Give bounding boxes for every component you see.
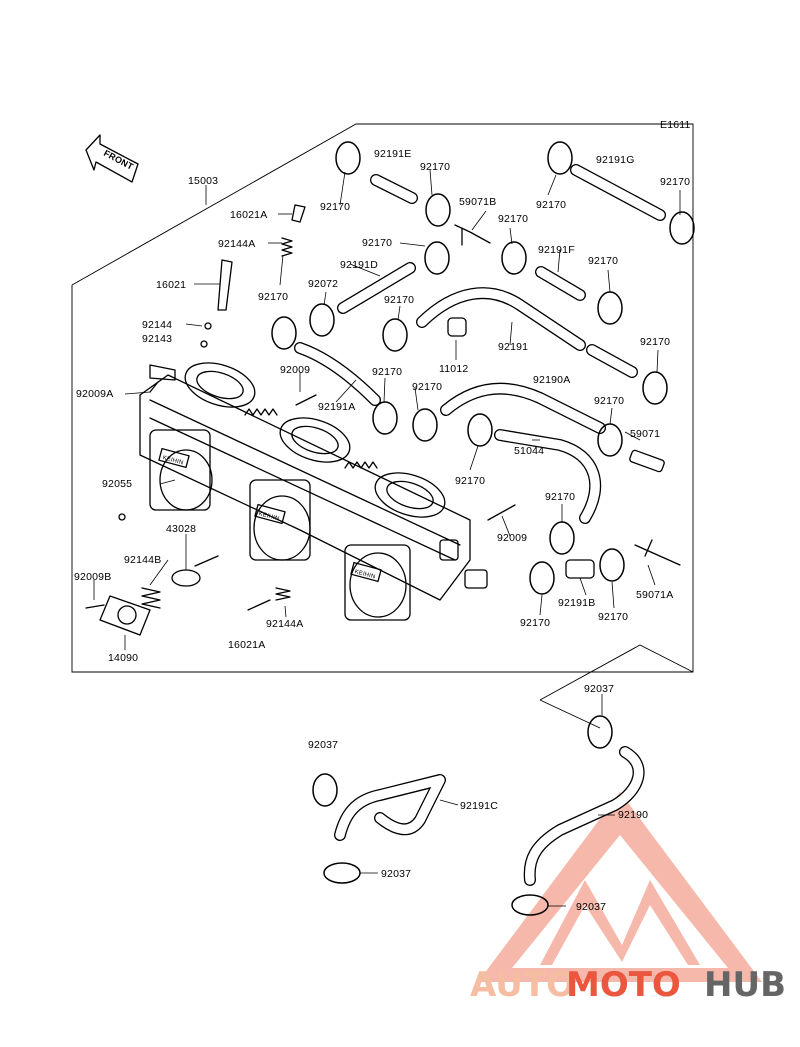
label-92144: 92144 xyxy=(142,319,172,331)
label-92072: 92072 xyxy=(308,278,338,290)
label-15003: 15003 xyxy=(188,175,218,187)
brand-plate-left: KEIHIN xyxy=(162,455,184,466)
label-14090: 14090 xyxy=(108,652,138,664)
label-92037: 92037 xyxy=(381,868,411,880)
label-51044: 51044 xyxy=(514,445,544,457)
watermark-m-shape xyxy=(540,880,700,965)
label-59071B: 59071B xyxy=(459,196,496,208)
brand-plate-mid: KEIHIN xyxy=(258,511,280,522)
small-parts xyxy=(85,204,681,636)
watermark: AUTO MOTO HUB xyxy=(470,792,786,1005)
label-92037: 92037 xyxy=(576,901,606,913)
label-92037: 92037 xyxy=(308,739,338,751)
label-92170: 92170 xyxy=(384,294,414,306)
label-92170: 92170 xyxy=(498,213,528,225)
label-92170: 92170 xyxy=(320,201,350,213)
diagram-id: E1611 xyxy=(660,119,691,131)
label-92144A: 92144A xyxy=(266,618,303,630)
label-92191: 92191 xyxy=(498,341,528,353)
label-92009B: 92009B xyxy=(74,571,111,583)
label-92170: 92170 xyxy=(640,336,670,348)
label-92143: 92143 xyxy=(142,333,172,345)
label-59071A: 59071A xyxy=(636,589,673,601)
carburetor-assembly: KEIHIN KEIHIN KEIHIN xyxy=(139,362,488,621)
label-92170: 92170 xyxy=(362,237,392,249)
watermark-text-moto: MOTO xyxy=(566,965,681,1005)
label-16021A: 16021A xyxy=(230,209,267,221)
label-92144A: 92144A xyxy=(218,238,255,250)
label-92191G: 92191G xyxy=(596,154,635,166)
front-arrow-icon: FRONT xyxy=(85,134,139,183)
label-92170: 92170 xyxy=(588,255,618,267)
label-59071: 59071 xyxy=(630,428,660,440)
label-16021A: 16021A xyxy=(228,639,265,651)
label-92170: 92170 xyxy=(594,395,624,407)
label-92170: 92170 xyxy=(372,366,402,378)
label-92170: 92170 xyxy=(598,611,628,623)
label-92170: 92170 xyxy=(545,491,575,503)
label-92191B: 92191B xyxy=(558,597,595,609)
clamps xyxy=(271,141,695,916)
label-11012: 11012 xyxy=(439,363,468,375)
watermark-text-auto: AUTO xyxy=(470,965,575,1005)
label-92191E: 92191E xyxy=(374,148,411,160)
label-92009: 92009 xyxy=(497,532,527,544)
label-92009A: 92009A xyxy=(76,388,113,400)
label-92055: 92055 xyxy=(102,478,132,490)
watermark-text-hub: HUB xyxy=(704,965,786,1005)
label-92170: 92170 xyxy=(455,475,485,487)
label-43028: 43028 xyxy=(166,523,196,535)
label-92191A: 92191A xyxy=(318,401,355,413)
label-92170: 92170 xyxy=(412,381,442,393)
label-92191D: 92191D xyxy=(340,259,378,271)
label-92170: 92170 xyxy=(420,161,450,173)
label-92190: 92190 xyxy=(618,809,648,821)
label-92037: 92037 xyxy=(584,683,614,695)
label-92144B: 92144B xyxy=(124,554,161,566)
label-92170: 92170 xyxy=(258,291,288,303)
brand-plate-right: KEIHIN xyxy=(354,569,376,580)
label-16021: 16021 xyxy=(156,279,186,291)
hoses xyxy=(294,164,666,886)
part-labels: 15003 92191E 92170 92191G 92170 92170 59… xyxy=(74,148,690,913)
label-92191C: 92191C xyxy=(460,800,498,812)
label-92009: 92009 xyxy=(280,364,310,376)
label-92170: 92170 xyxy=(520,617,550,629)
label-92170: 92170 xyxy=(660,176,690,188)
label-92190A: 92190A xyxy=(533,374,570,386)
leader-lines xyxy=(93,169,681,907)
label-92191F: 92191F xyxy=(538,244,575,256)
label-92170: 92170 xyxy=(536,199,566,211)
